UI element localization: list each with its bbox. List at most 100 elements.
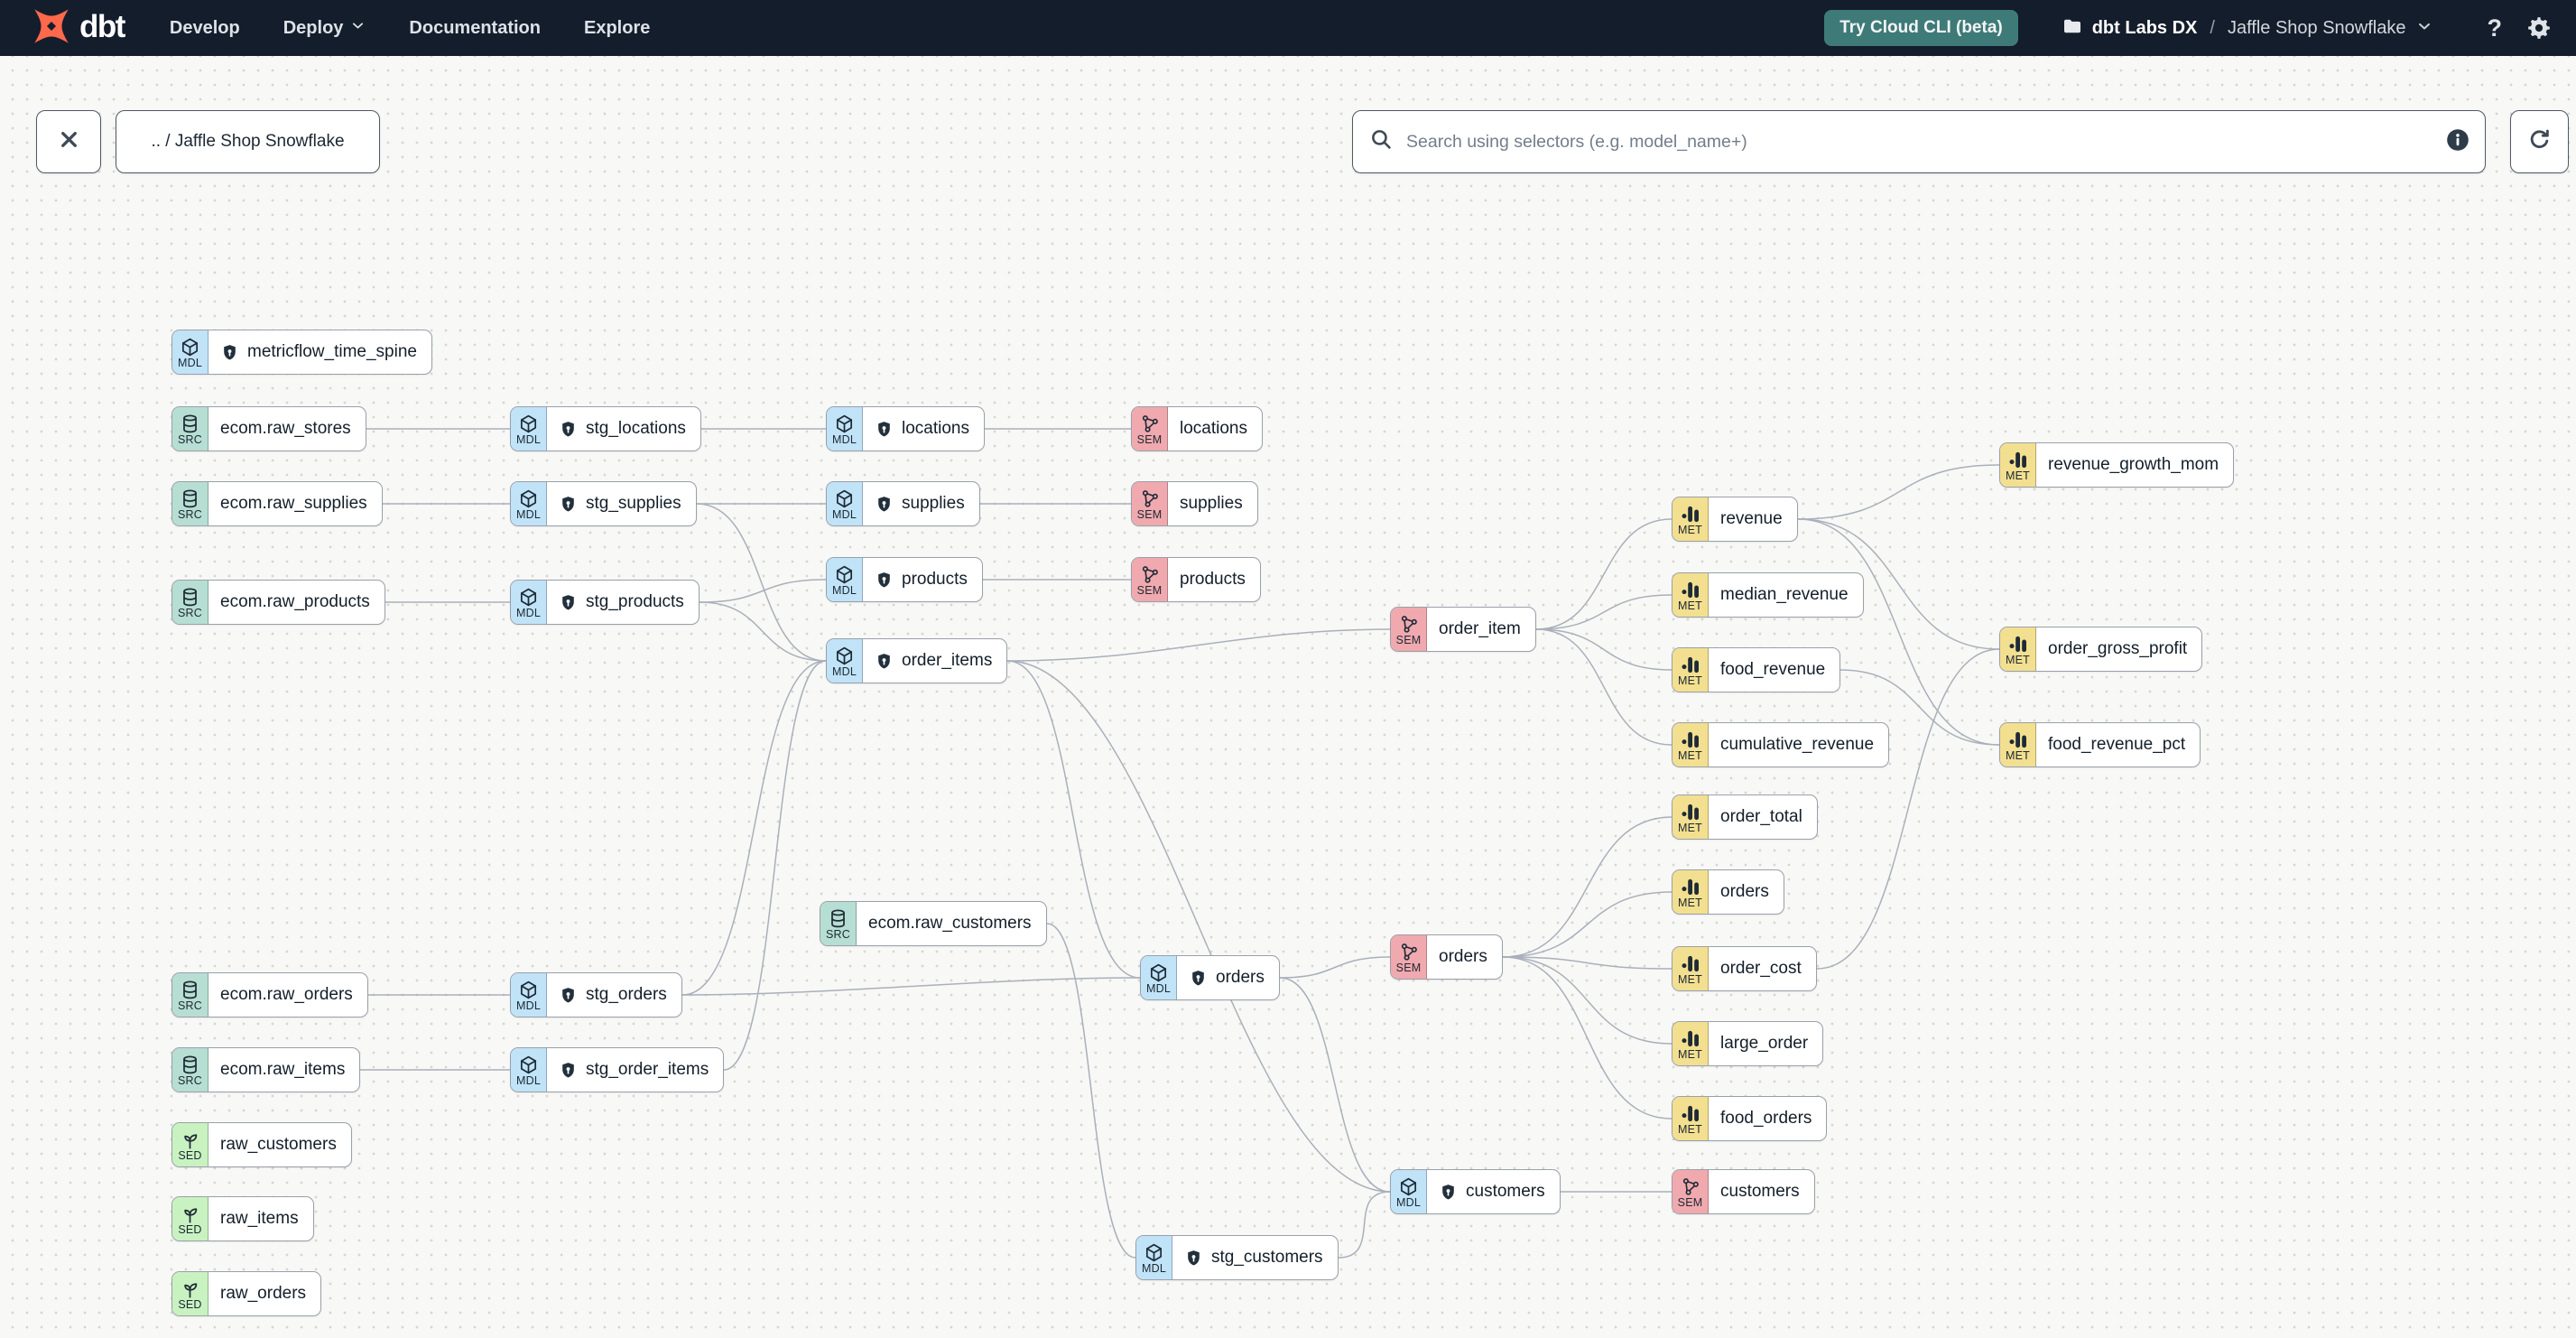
node-label: food_orders <box>1720 1109 1812 1128</box>
dbt-logo[interactable]: dbt <box>31 5 125 51</box>
close-lineage-button[interactable] <box>36 110 101 173</box>
node-body: orders <box>1427 935 1502 979</box>
node-type-badge: MDL <box>827 482 863 525</box>
nav-item-explore[interactable]: Explore <box>584 18 650 39</box>
edge-orders_sem-order_cost <box>1502 956 1673 970</box>
node-label: stg_supplies <box>586 494 681 513</box>
project-name: Jaffle Shop Snowflake <box>2227 17 2406 38</box>
settings-gear-button[interactable] <box>2525 14 2553 42</box>
model-cube-icon <box>834 488 855 509</box>
node-median_revenue[interactable]: MET median_revenue <box>1672 572 1864 618</box>
shield-icon <box>1184 1249 1203 1268</box>
shield-icon <box>559 593 578 612</box>
node-type-label: MDL <box>516 1073 541 1087</box>
node-customers_sem[interactable]: SEM customers <box>1672 1169 1815 1214</box>
node-label: customers <box>1466 1182 1545 1201</box>
node-type-label: SEM <box>1395 961 1422 974</box>
node-type-label: MDL <box>178 356 202 369</box>
nav-item-label: Deploy <box>283 17 344 38</box>
edge-order_item_sem-food_revenue <box>1535 628 1673 671</box>
nav-item-develop[interactable]: Develop <box>170 18 240 39</box>
model-cube-icon <box>518 1055 539 1075</box>
metric-chart-icon <box>2007 634 2028 655</box>
node-orders_sem[interactable]: SEM orders <box>1390 934 1503 980</box>
node-type-badge: SEM <box>1132 558 1168 601</box>
shield-icon <box>875 495 894 514</box>
node-body: metricflow_time_spine <box>208 330 431 374</box>
node-stg_locations[interactable]: MDL stg_locations <box>510 406 701 451</box>
node-type-badge: MDL <box>827 407 863 451</box>
lineage-breadcrumb[interactable]: .. / Jaffle Shop Snowflake <box>116 110 380 173</box>
node-body: order_item <box>1427 608 1535 651</box>
refresh-icon <box>2527 127 2552 156</box>
node-body: locations <box>1168 407 1262 451</box>
node-label: median_revenue <box>1720 585 1849 604</box>
node-label: metricflow_time_spine <box>247 342 417 361</box>
info-icon[interactable] <box>2445 127 2470 157</box>
node-type-label: SEM <box>1677 1195 1703 1209</box>
node-label: stg_locations <box>586 419 686 438</box>
node-type-badge: MDL <box>511 407 547 451</box>
path-separator: / <box>2210 17 2215 38</box>
node-label: customers <box>1720 1182 1800 1201</box>
gear-icon <box>2528 17 2550 39</box>
node-type-label: MET <box>1678 599 1702 612</box>
search-input[interactable] <box>1406 131 2432 153</box>
help-button[interactable]: ? <box>2487 14 2503 42</box>
try-cloud-cli-button[interactable]: Try Cloud CLI (beta) <box>1824 10 2018 46</box>
refresh-lineage-button[interactable] <box>2510 110 2569 173</box>
node-body: ecom.raw_orders <box>208 973 367 1017</box>
node-metricflow_time_spine[interactable]: MDL metricflow_time_spine <box>171 330 432 375</box>
account-name: dbt Labs DX <box>2091 17 2198 38</box>
node-label: supplies <box>1180 494 1243 513</box>
node-type-badge: MDL <box>827 639 863 683</box>
project-picker[interactable]: dbt Labs DX / Jaffle Shop Snowflake <box>2062 15 2433 42</box>
node-body: supplies <box>1168 482 1257 525</box>
top-navigation-bar: dbt Develop Deploy Documentation Explore Tr… <box>0 0 2576 56</box>
node-type-label: MET <box>1678 1122 1702 1136</box>
node-body: locations <box>863 407 984 451</box>
edge-stg_products-products <box>699 579 827 603</box>
selector-search[interactable] <box>1352 110 2486 173</box>
metric-chart-icon <box>1680 877 1700 897</box>
nav-item-documentation[interactable]: Documentation <box>409 18 541 39</box>
nav-item-deploy[interactable]: Deploy <box>283 18 366 39</box>
node-type-badge: SEM <box>1673 1170 1709 1213</box>
node-food_orders[interactable]: MET food_orders <box>1672 1096 1828 1141</box>
